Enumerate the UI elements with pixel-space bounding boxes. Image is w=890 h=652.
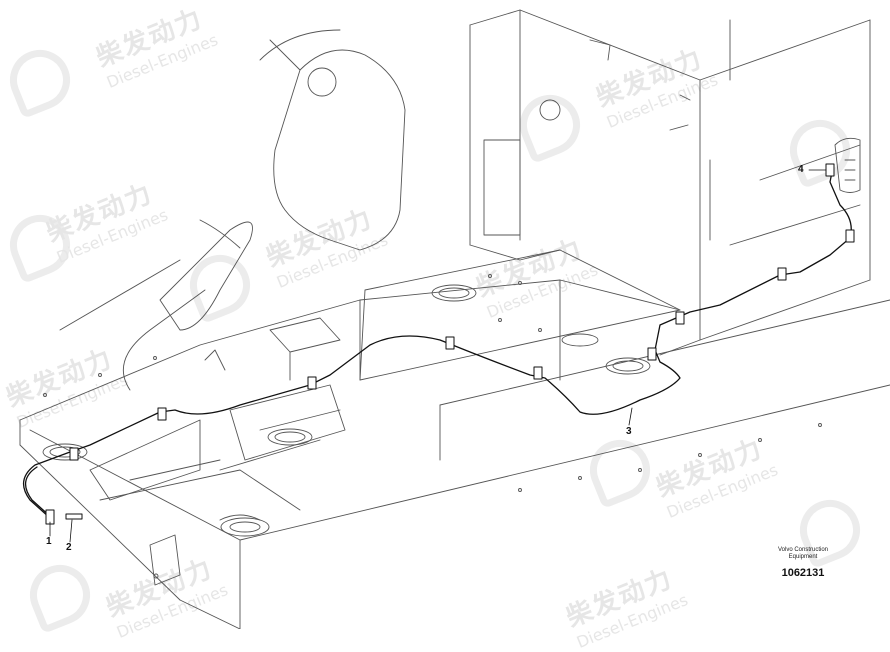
clip [533, 366, 543, 380]
callout-3: 3 [626, 426, 632, 437]
harness-clips [45, 163, 855, 525]
clip [647, 347, 657, 361]
parts-diagram [19, 9, 890, 629]
clip [307, 376, 317, 390]
clip [157, 407, 167, 421]
clip [777, 267, 787, 281]
clip [69, 447, 79, 461]
drawing-number: 1062131 [781, 567, 825, 579]
leader-lines [49, 169, 827, 543]
manufacturer-line2: Equipment [788, 554, 818, 560]
clip [845, 229, 855, 243]
clip [675, 311, 685, 325]
callout-4: 4 [798, 164, 804, 175]
drawing-footer: Volvo Construction Equipment 1062131 [758, 547, 848, 579]
sensor [65, 513, 83, 520]
sensor-connector [825, 163, 835, 177]
boom-mount-plate [59, 29, 406, 391]
callout-1: 1 [46, 536, 52, 547]
callout-2: 2 [66, 542, 72, 553]
main-frame [19, 249, 890, 629]
clip [445, 336, 455, 350]
manufacturer-line1: Volvo Construction [777, 547, 829, 553]
tank-structure [469, 9, 871, 356]
cable-harness [23, 171, 852, 519]
